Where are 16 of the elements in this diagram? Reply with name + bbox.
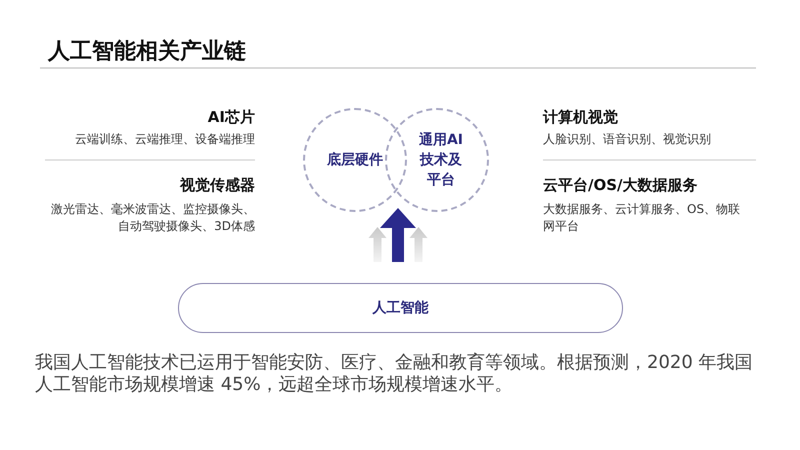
heading: 计算机视觉 xyxy=(543,108,618,127)
description: 激光雷达、毫米波雷达、监控摄像头、自动驾驶摄像头、3D体感 xyxy=(50,201,255,235)
caption: 我国人工智能技术已运用于智能安防、医疗、金融和教育等领域。根据预测，2020 年我国人工智能市场规模增速 45%，远超全球市场规模增速水平。 xyxy=(35,352,754,396)
rounded-box: 人工智能 xyxy=(178,283,623,333)
description: 云端训练、云端推理、设备端推理 xyxy=(74,131,255,148)
description: 大数据服务、云计算服务、OS、物联网平台 xyxy=(543,201,742,235)
arrow xyxy=(368,227,386,262)
title: 人工智能相关产业链 xyxy=(48,38,246,66)
heading: 视觉传感器 xyxy=(180,176,255,195)
heading: AI芯片 xyxy=(208,108,255,127)
arrow xyxy=(380,208,416,262)
description: 人脸识别、语音识别、视觉识别 xyxy=(543,131,712,148)
arrow xyxy=(410,227,428,262)
heading: 云平台/OS/大数据服务 xyxy=(543,176,698,195)
dashed-circle: 通用AI技术及平台 xyxy=(385,108,489,212)
dashed-circle: 底层硬件 xyxy=(303,108,407,212)
